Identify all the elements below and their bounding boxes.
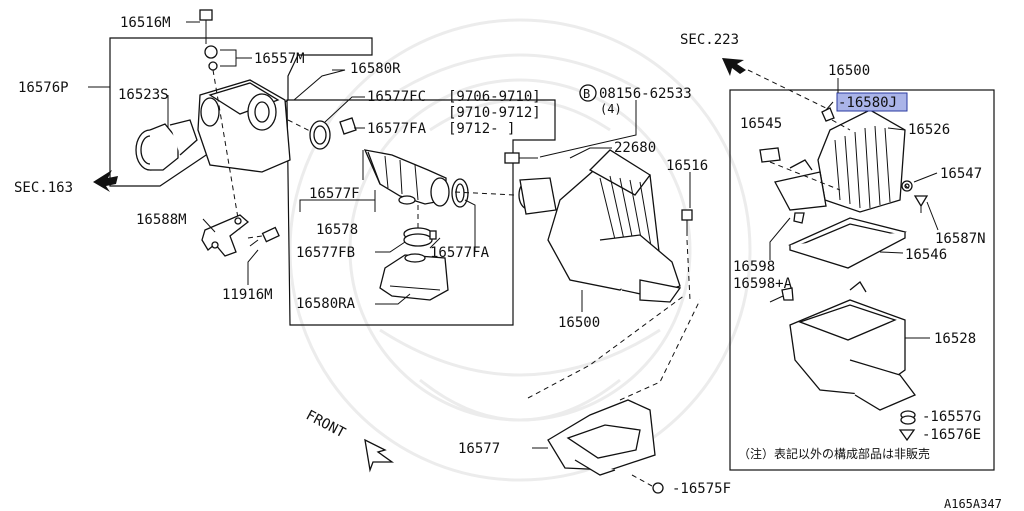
dash-16575F <box>631 474 653 487</box>
label-16516: 16516 <box>666 158 708 174</box>
label-16577F: 16577F <box>309 186 360 202</box>
lower-case-16528 <box>789 281 917 411</box>
dash-16516M <box>212 69 241 231</box>
label-16526: 16526 <box>908 122 950 138</box>
leader-lines <box>88 21 939 449</box>
bolt-08156-62533 <box>504 152 538 164</box>
part-labels: 16516M 16557M 16580R 16576P 16523S 16577… <box>14 15 1002 511</box>
label-16500-top: 16500 <box>828 63 870 79</box>
label-bolt-circle: B <box>583 87 590 101</box>
label-16598A: 16598+A <box>733 276 793 292</box>
label-16577: 16577 <box>458 441 500 457</box>
dash-sec223 <box>747 69 831 111</box>
air-cleaner-assembly-16500 <box>518 149 682 303</box>
dash-bracket-box <box>527 294 701 401</box>
front-arrow-icon <box>364 438 395 473</box>
label-16516M: 16516M <box>120 15 171 31</box>
grommet-16576E <box>898 429 916 442</box>
filter-element-16546 <box>788 217 907 269</box>
dash-16547 <box>904 184 911 191</box>
label-16575F: -16575F <box>672 481 731 497</box>
bolt-11916M <box>249 226 280 247</box>
hose-16523S <box>135 119 198 171</box>
washer-16547 <box>901 180 913 192</box>
dash-duct-box <box>454 191 516 196</box>
label-16587N: 16587N <box>935 231 986 247</box>
pad-16545 <box>759 147 781 163</box>
label-16545: 16545 <box>740 116 782 132</box>
duct-16578 <box>363 149 450 207</box>
label-16523S: 16523S <box>118 87 169 103</box>
clamp-16577FB <box>403 227 437 247</box>
right-detail-frame <box>729 89 995 471</box>
sec223-arrow-icon <box>722 58 746 76</box>
label-note: （注）表記以外の構成部品は非販売 <box>738 446 930 461</box>
label-16577FA-bottom: 16577FA <box>430 245 490 261</box>
dash-11916M <box>247 235 263 239</box>
clip-16580J <box>821 107 835 122</box>
sec163-arrow-icon <box>93 170 118 192</box>
label-16588M: 16588M <box>136 212 187 228</box>
label-16547: 16547 <box>940 166 982 182</box>
label-16500-mid: 16500 <box>558 315 600 331</box>
bolt-circle-icon <box>579 84 597 102</box>
label-range-9706-9710: [9706-9710] <box>448 89 541 105</box>
label-16580J: -16580J <box>838 95 897 111</box>
label-16580RA: 16580RA <box>296 296 356 312</box>
label-16557M: 16557M <box>254 51 305 67</box>
label-22680: 22680 <box>614 140 656 156</box>
sensor-16577FA <box>339 117 357 135</box>
dash-16580J <box>831 119 851 131</box>
clip-16598A <box>781 287 794 301</box>
center-assembly-frame <box>286 99 556 326</box>
label-bolt-qty: (4) <box>600 102 622 116</box>
clip-16598 <box>793 212 805 224</box>
grommet-16557G <box>900 410 916 425</box>
label-16577FC: 16577FC <box>367 89 426 105</box>
label-16578: 16578 <box>316 222 358 238</box>
intake-snorkel-16576P <box>197 79 291 173</box>
resonator-16580RA <box>379 253 449 301</box>
bolt-16516 <box>681 209 693 236</box>
upper-case-16526 <box>774 109 906 213</box>
label-16576E: -16576E <box>922 427 981 443</box>
label-16598: 16598 <box>733 259 775 275</box>
bolt-16587N <box>913 195 929 213</box>
label-range-9710-9712: [9710-9712] <box>448 105 541 121</box>
label-sec223: SEC.223 <box>680 32 739 48</box>
label-range-9712: [9712- ] <box>448 121 515 137</box>
bracket-16577 <box>547 399 656 476</box>
label-sec163: SEC.163 <box>14 180 73 196</box>
bolt-16516M <box>199 9 218 71</box>
label-16528: 16528 <box>934 331 976 347</box>
label-16577FA-top: 16577FA <box>367 121 427 137</box>
label-16557G: -16557G <box>922 409 981 425</box>
bracket-16588M <box>201 214 250 257</box>
label-16580R: 16580R <box>350 61 401 77</box>
clamp-16577FC <box>309 120 331 150</box>
dash-16516 <box>686 239 691 301</box>
label-front: FRONT <box>303 407 348 441</box>
nut-16575F <box>652 482 664 494</box>
label-08156-62533: 08156-62533 <box>599 86 692 102</box>
label-11916M: 11916M <box>222 287 273 303</box>
label-16546: 16546 <box>905 247 947 263</box>
dash-16545 <box>769 161 841 191</box>
highlight-16580J <box>836 92 908 112</box>
label-diagram-code: A165A347 <box>944 497 1002 511</box>
label-16576P: 16576P <box>18 80 69 96</box>
left-assembly-frame <box>109 37 373 187</box>
dash-snorkel-duct <box>287 119 313 133</box>
label-16577FB: 16577FB <box>296 245 355 261</box>
